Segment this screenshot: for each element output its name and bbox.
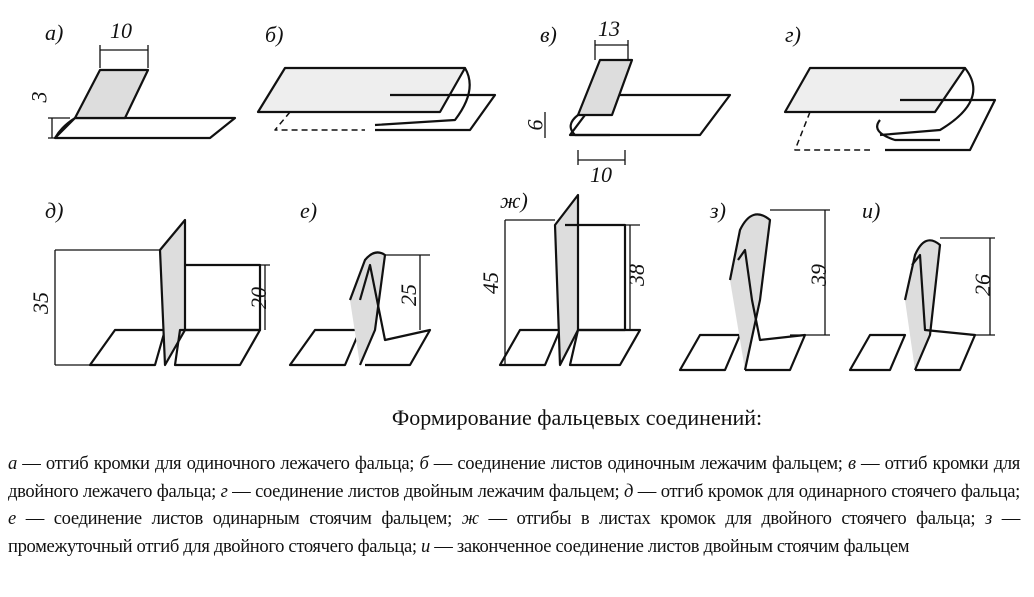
dim-i-26: 26 [970,274,995,296]
panel-label-d: д) [45,198,64,223]
panel-label-zh: ж) [500,188,528,213]
dim-zh-45: 45 [478,272,503,294]
caption-item: а — отгиб кромки для одиночного лежачего… [8,453,420,474]
drawing-g [783,66,997,152]
seam-drawings [48,40,997,372]
caption-item: г — соединение листов двойным лежачим фа… [220,480,625,502]
dim-a-height: 3 [26,91,52,103]
drawing-e [288,251,432,367]
caption-item: и — законченное соединение листов двойны… [421,535,910,557]
drawing-z [678,209,830,372]
dim-d-20: 20 [246,287,271,309]
drawing-d [54,218,270,367]
dim-e-25: 25 [396,284,421,306]
drawing-b [256,66,497,132]
caption-item: д — отгиб кромок для одинарного стоячего… [624,480,1020,502]
caption-item: е — соединение листов одинарным стоячим … [8,508,462,529]
figure-caption: а — отгиб кромки для одиночного лежачего… [8,450,1020,560]
caption-item: з — промежуточный отгиб для двойного сто… [8,508,1020,557]
dim-v-height: 6 [522,119,548,131]
panel-label-e: е) [300,198,318,223]
dim-v-top: 13 [598,16,620,41]
panel-label-b: б) [265,22,284,47]
caption-item: ж — отгибы в листах кромок для двойного … [461,508,986,529]
dim-v-bottom: 10 [590,162,612,187]
caption-item: б — соединение листов одиночным лежачим … [419,453,848,474]
dim-a-width: 10 [110,18,132,43]
panel-label-v: в) [540,22,557,47]
panel-label-g: г) [785,22,801,47]
dim-z-39: 39 [806,264,831,286]
dim-zh-38: 38 [624,264,649,286]
drawing-a [48,45,237,140]
drawing-v [544,40,732,165]
caption-item: в — отгиб кромки для двойного лежачего ф… [8,453,1020,502]
figure-title: Формирование фальцевых соединений: [391,405,763,430]
panel-label-i: и) [862,198,881,223]
panel-label-a: а) [45,20,64,45]
drawing-zh [498,193,642,367]
panel-label-z: з) [710,198,726,223]
dim-d-35: 35 [28,292,53,314]
drawing-i [848,237,995,372]
